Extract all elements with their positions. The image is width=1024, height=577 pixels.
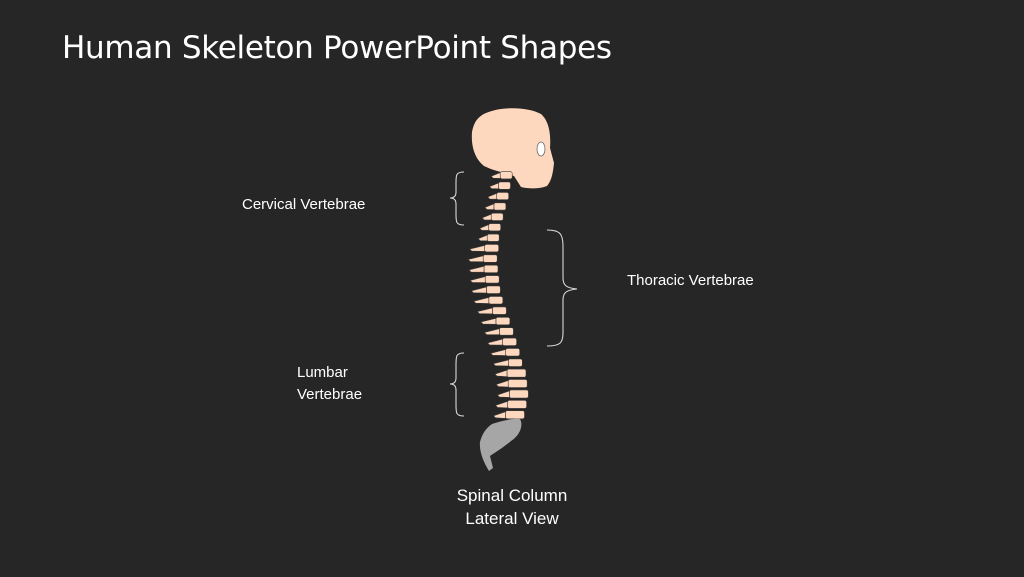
spinous-process <box>495 400 508 409</box>
thoracic-vertebra <box>476 306 507 315</box>
vertebral-body <box>507 399 527 409</box>
spinous-process <box>484 203 495 210</box>
spinous-process <box>488 182 499 190</box>
vertebral-body <box>488 296 504 305</box>
spinous-process <box>492 359 509 367</box>
vertebral-body <box>506 368 527 378</box>
spinous-process <box>469 276 486 283</box>
lumbar-bracket <box>449 352 465 417</box>
cervical-vertebra <box>490 171 513 180</box>
spinous-process <box>495 380 509 388</box>
spinous-process <box>494 369 508 378</box>
spinous-process <box>470 286 487 294</box>
vertebral-body <box>499 171 513 180</box>
lumbar-vertebra <box>495 379 528 388</box>
thoracic-vertebra <box>467 254 498 263</box>
vertebral-body <box>499 327 514 336</box>
lumbar-vertebrae-label: Lumbar Vertebrae <box>297 362 362 406</box>
vertebral-body <box>498 181 511 190</box>
spinous-process <box>473 297 490 304</box>
vertebral-body <box>505 410 525 420</box>
diagram-caption: Spinal Column Lateral View <box>440 484 584 530</box>
cervical-bracket <box>449 171 465 226</box>
lumbar-vertebra <box>494 368 527 378</box>
vertebral-body <box>495 316 511 326</box>
spinous-process <box>487 192 497 200</box>
thoracic-vertebra <box>470 285 501 294</box>
slide-title: Human Skeleton PowerPoint Shapes <box>62 30 612 66</box>
thoracic-vertebra <box>468 264 499 274</box>
cervical-vertebra <box>487 192 510 200</box>
vertebral-body <box>502 337 517 346</box>
vertebral-body <box>488 223 502 232</box>
caption-line1: Spinal Column <box>456 486 568 505</box>
spinous-process <box>467 255 484 263</box>
vertebral-body <box>483 264 499 274</box>
thoracic-vertebra <box>492 358 523 367</box>
cervical-vertebra <box>481 212 504 221</box>
vertebral-body <box>486 285 501 294</box>
sacrum-coccyx <box>479 418 522 471</box>
cervical-vertebra <box>484 202 507 211</box>
vertebral-body <box>490 212 504 221</box>
thoracic-vertebrae-label: Thoracic Vertebrae <box>627 272 754 289</box>
spinous-process <box>477 234 488 242</box>
thoracic-vertebra <box>469 244 500 253</box>
vertebral-body <box>484 275 500 284</box>
vertebral-body <box>509 389 529 399</box>
vertebral-body <box>486 233 500 242</box>
vertebral-body <box>484 244 500 253</box>
caption-line2: Lateral View <box>465 509 559 528</box>
spinous-process <box>487 338 503 346</box>
lumbar-label-line1: Lumbar <box>297 364 348 381</box>
vertebral-body <box>493 202 507 211</box>
spinous-process <box>490 349 506 356</box>
thoracic-vertebra <box>469 275 500 284</box>
lumbar-vertebra <box>495 399 527 409</box>
lumbar-vertebra <box>492 410 525 420</box>
vertebrae <box>467 171 529 420</box>
vertebral-body <box>496 192 510 200</box>
spinous-process <box>479 224 489 231</box>
thoracic-vertebra <box>480 316 511 326</box>
cervical-vertebrae-label: Cervical Vertebrae <box>242 196 366 213</box>
cervical-vertebra <box>488 181 511 190</box>
spinous-process <box>480 317 497 325</box>
cervical-vertebra <box>479 223 502 232</box>
thoracic-vertebra <box>473 296 504 305</box>
lumbar-label-line2: Vertebrae <box>297 386 363 403</box>
thoracic-bracket <box>546 229 578 347</box>
thoracic-vertebra <box>490 348 521 357</box>
cervical-vertebra <box>477 233 500 242</box>
eye-socket <box>536 141 546 157</box>
vertebral-body <box>482 254 498 263</box>
thoracic-vertebra <box>483 327 514 336</box>
spinous-process <box>490 172 501 179</box>
spinous-process <box>469 245 485 252</box>
skull <box>471 108 554 189</box>
spinous-process <box>476 307 493 315</box>
vertebral-body <box>507 358 523 367</box>
spinous-process <box>481 213 492 221</box>
skull-shape <box>471 108 554 189</box>
vertebral-body <box>492 306 507 315</box>
spinous-process <box>468 265 485 273</box>
vertebral-body <box>505 348 521 357</box>
spinous-process <box>492 411 506 419</box>
spinous-process <box>483 328 500 336</box>
spinous-process <box>496 390 510 398</box>
vertebral-body <box>507 379 528 388</box>
lumbar-vertebra <box>496 389 529 399</box>
thoracic-vertebra <box>487 337 517 346</box>
